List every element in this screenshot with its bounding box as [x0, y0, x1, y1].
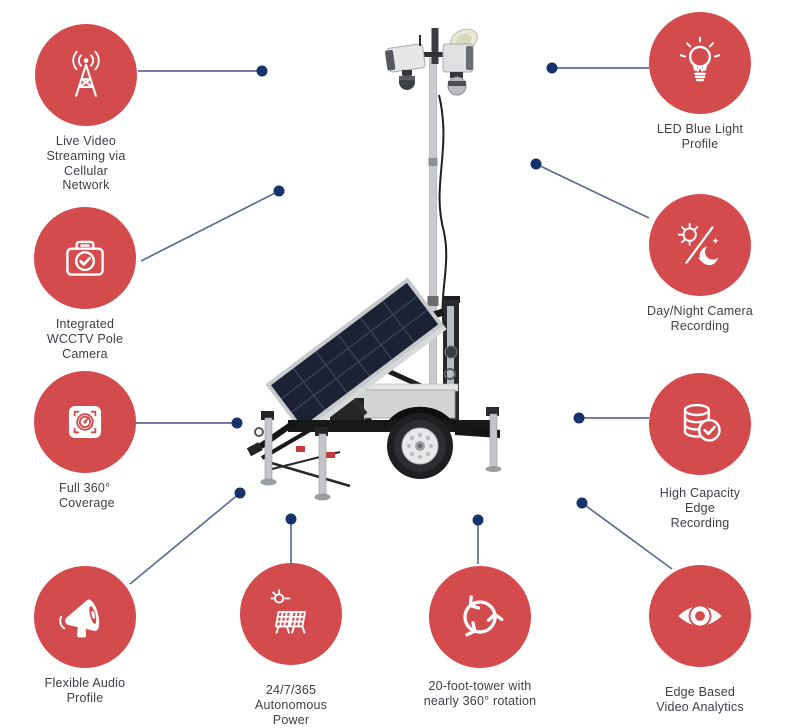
feature-label: Edge Based Video Analytics — [656, 685, 744, 714]
feature-flexible-audio: Flexible Audio Profile — [5, 566, 165, 706]
connector-audio — [129, 487, 246, 585]
feature-edge-video-analytics: Edge Based Video Analytics — [620, 565, 780, 715]
feature-full-360-coverage: Full 360° Coverage — [5, 371, 165, 511]
connector-analytics — [576, 497, 673, 570]
connector-day-night — [530, 158, 650, 219]
feature-label: 24/7/365 Autonomous Power — [254, 683, 328, 727]
feature-label: Full 360° Coverage — [59, 481, 115, 510]
camera-head — [385, 28, 478, 96]
solar-power-icon — [240, 563, 342, 665]
database-check-icon — [649, 373, 751, 475]
connector-led-light — [546, 62, 649, 74]
connector-360-coverage — [136, 417, 243, 429]
feature-label: Day/Night Camera Recording — [646, 304, 753, 333]
connector-power — [285, 513, 297, 563]
feature-label: Live Video Streaming via Cellular Networ… — [46, 134, 126, 193]
feature-tower-rotation: 20-foot-tower with nearly 360° rotation — [400, 566, 560, 709]
connector-edge-recording — [573, 412, 649, 424]
chassis — [246, 406, 500, 488]
360-coverage-icon — [34, 371, 136, 473]
feature-autonomous-power: 24/7/365 Autonomous Power — [211, 563, 371, 727]
feature-label: High Capacity Edge Recording — [659, 486, 741, 530]
eye-icon — [649, 565, 751, 667]
feature-high-capacity-edge-recording: High Capacity Edge Recording — [620, 373, 780, 530]
feature-integrated-pole-camera: Integrated WCCTV Pole Camera — [5, 207, 165, 361]
megaphone-icon — [34, 566, 136, 668]
outrigger-jacks — [254, 407, 502, 501]
feature-live-video-streaming: Live Video Streaming via Cellular Networ… — [6, 24, 166, 193]
feature-day-night-recording: Day/Night Camera Recording — [620, 194, 780, 334]
rotation-arrows-icon — [429, 566, 531, 668]
feature-label: LED Blue Light Profile — [656, 122, 744, 151]
wheel — [387, 413, 453, 479]
cellular-antenna-icon — [35, 24, 137, 126]
day-night-icon — [649, 194, 751, 296]
feature-label: 20-foot-tower with nearly 360° rotation — [423, 679, 537, 708]
solar-panel — [265, 277, 447, 437]
connector-pole-camera — [140, 185, 285, 262]
connector-rotation — [472, 514, 484, 564]
feature-label: Flexible Audio Profile — [44, 676, 126, 705]
feature-led-blue-light: LED Blue Light Profile — [620, 12, 780, 152]
feature-label: Integrated WCCTV Pole Camera — [46, 317, 124, 361]
pole-camera-icon — [34, 207, 136, 309]
lightbulb-icon — [649, 12, 751, 114]
connector-live-video — [138, 65, 268, 77]
